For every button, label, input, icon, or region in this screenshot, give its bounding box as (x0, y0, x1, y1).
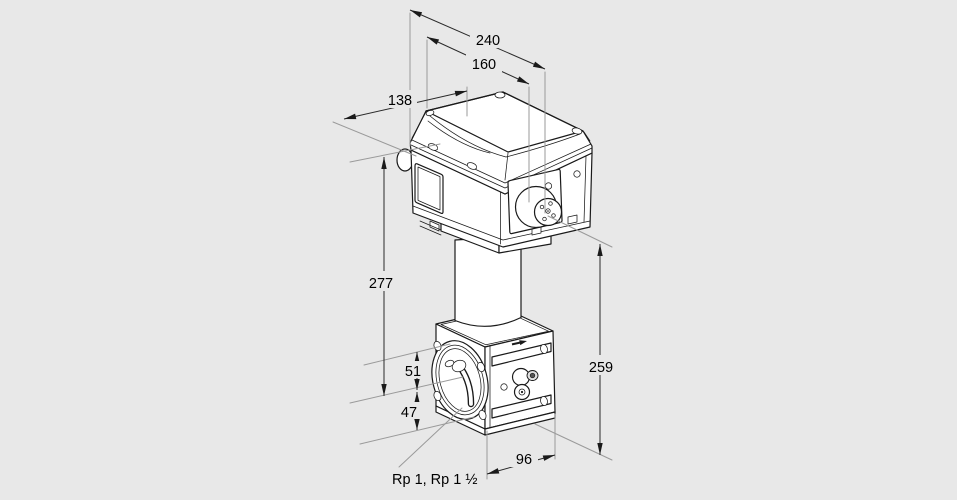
lid-screw-boss-left (425, 109, 435, 117)
groove-top-screw (540, 344, 548, 354)
fitting-nut-dot (520, 390, 524, 394)
pipe-flange-mid-ring (435, 344, 485, 416)
knob-hole-4 (551, 213, 556, 218)
actuator-head (396, 91, 593, 248)
display-window-inner (417, 166, 441, 211)
ext-259-bottom (534, 423, 613, 461)
flange-bolt-slot-bl (433, 390, 442, 402)
valve-lever-stub (444, 359, 455, 368)
knob-hole-3 (542, 216, 547, 222)
base-latch-tab-right (567, 214, 578, 225)
dimension-labels: 240 160 138 277 259 51 47 96 Rp 1, Rp 1 … (363, 29, 619, 488)
display-window (414, 163, 444, 215)
vent-slot-2 (419, 225, 442, 236)
ext-259-top (547, 215, 613, 248)
rim-screw-boss-2 (466, 162, 478, 170)
right-face-groove-top (491, 342, 552, 367)
lid-corner-edge-left (411, 111, 427, 139)
vent-slot-1 (419, 220, 442, 231)
lid-screw-boss-right (571, 127, 583, 135)
knob-center-dot (547, 210, 549, 212)
fitting-small-port (500, 383, 508, 391)
dim-label-96: 96 (516, 452, 532, 468)
lid-corner-edge-front (504, 152, 509, 181)
dim-label-259: 259 (589, 360, 613, 376)
panel-screw (544, 182, 553, 190)
ext-47-bottom (359, 416, 475, 445)
dim-label-47: 47 (401, 405, 417, 421)
lid-ridge-1 (410, 144, 593, 189)
ext-277-top (349, 143, 441, 163)
knob-hole-1 (539, 204, 545, 210)
right-face-groove-bottom (491, 394, 552, 419)
dim-label-240: 240 (476, 33, 500, 49)
stem-column (454, 235, 522, 327)
dim-label-277: 277 (369, 276, 393, 292)
lid-dome-arc-1 (429, 115, 581, 158)
thread-leader-line (398, 407, 463, 468)
lid-corner-edge-right (583, 131, 591, 142)
right-face-border (583, 155, 587, 223)
actuator-base-band (412, 205, 591, 241)
valve-lever-boss (451, 359, 467, 373)
lid-screw-boss-top (494, 91, 506, 99)
lid-dome-arc-2 (427, 120, 491, 154)
ext-body-centerline (349, 376, 464, 404)
column-cylinder (454, 235, 522, 327)
pipe-flange-bore-ring (438, 348, 482, 412)
fitting-nut-ring (518, 388, 526, 396)
groove-bottom-screw (540, 396, 548, 406)
valve-body (431, 323, 556, 436)
lid-ridge-2 (411, 139, 592, 184)
dim-label-160: 160 (472, 57, 496, 73)
thread-size-label: Rp 1, Rp 1 ½ (392, 472, 477, 488)
flange-bolt-slot-tr (477, 361, 485, 373)
flow-direction-arrow-icon (511, 340, 527, 346)
flange-bolt-slot-br (478, 409, 487, 421)
ext-51-top (363, 343, 451, 366)
lid-top-face (425, 91, 584, 153)
face-screw (573, 170, 581, 178)
fitting-nipple-bore (529, 372, 536, 379)
dim-label-51: 51 (405, 364, 421, 380)
dim-label-138: 138 (388, 93, 412, 109)
flange-bolt-slot-tl (433, 340, 442, 352)
valve-lever-arm (460, 368, 473, 406)
ext-138-left (332, 121, 417, 157)
extension-lines (332, 12, 613, 480)
knob-hole-2 (548, 201, 553, 206)
